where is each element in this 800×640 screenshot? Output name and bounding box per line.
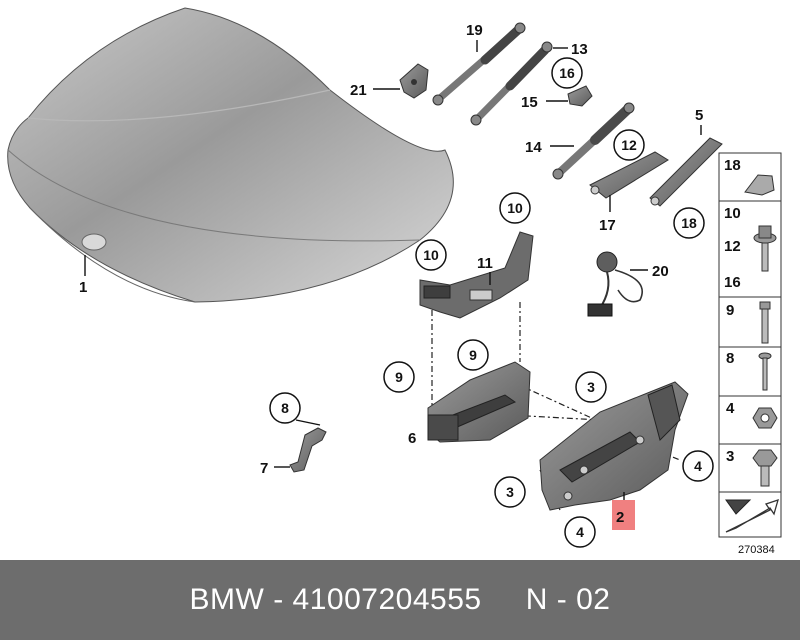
callout-10-left: 10 bbox=[423, 247, 439, 263]
callout-16: 16 bbox=[559, 65, 575, 81]
callout-5: 5 bbox=[695, 107, 703, 124]
callout-14: 14 bbox=[525, 139, 542, 156]
callout-21: 21 bbox=[350, 82, 367, 99]
highlight-marker bbox=[612, 500, 635, 530]
panel-label-4: 4 bbox=[726, 400, 735, 417]
callout-8-circle: 8 bbox=[281, 400, 289, 416]
diagram-number: 270384 bbox=[738, 544, 775, 556]
panel-label-16: 16 bbox=[724, 274, 741, 291]
hood-lock-part bbox=[539, 381, 689, 511]
release-lever-part bbox=[289, 427, 327, 473]
fastener-panel: 18 10 12 16 9 8 4 3 bbox=[718, 152, 782, 538]
panel-label-10: 10 bbox=[724, 205, 741, 222]
callout-4-right: 4 bbox=[694, 458, 702, 474]
callout-2: 2 bbox=[616, 509, 624, 526]
hood-part bbox=[7, 7, 454, 303]
callout-3-bottom: 3 bbox=[506, 484, 514, 500]
panel-label-8: 8 bbox=[726, 350, 734, 367]
callout-18: 18 bbox=[681, 215, 697, 231]
lock-housing-part bbox=[427, 361, 531, 443]
callout-20: 20 bbox=[652, 263, 669, 280]
hood-bracket-part bbox=[419, 231, 534, 319]
direction-arrow-icon bbox=[725, 498, 779, 533]
clip-nut-icon bbox=[744, 174, 775, 196]
footer-brand: BMW bbox=[189, 583, 265, 616]
callout-7: 7 bbox=[260, 460, 268, 477]
footer-gap bbox=[482, 583, 526, 617]
panel-label-18: 18 bbox=[724, 157, 741, 174]
rivet-icon bbox=[758, 352, 772, 391]
callout-13: 13 bbox=[571, 41, 588, 58]
hex-bolt-icon bbox=[752, 449, 778, 487]
callout-17: 17 bbox=[599, 217, 616, 234]
hex-nut-icon bbox=[752, 407, 778, 429]
gas-strut-part bbox=[432, 22, 553, 126]
long-bolt-icon bbox=[759, 301, 771, 344]
footer-bar: BMW - 41007204555 N - 02 bbox=[0, 560, 800, 640]
callout-9-right: 9 bbox=[469, 347, 477, 363]
callout-4-bottom: 4 bbox=[576, 524, 584, 540]
strut-part bbox=[552, 102, 635, 180]
callout-15: 15 bbox=[521, 94, 538, 111]
footer-variant: N - 02 bbox=[525, 583, 611, 616]
clip-part bbox=[567, 85, 593, 107]
parts-diagram: 1 19 13 21 16 15 14 12 bbox=[7, 7, 782, 556]
link-arm-part bbox=[589, 137, 723, 207]
panel-label-3: 3 bbox=[726, 448, 734, 465]
panel-label-9: 9 bbox=[726, 302, 734, 319]
callout-12: 12 bbox=[621, 137, 637, 153]
panel-label-12: 12 bbox=[724, 238, 741, 255]
callout-19: 19 bbox=[466, 22, 483, 39]
callout-1: 1 bbox=[79, 279, 87, 296]
callout-10-right: 10 bbox=[507, 200, 523, 216]
bracket-part bbox=[399, 63, 429, 99]
flange-bolt-icon bbox=[753, 225, 777, 272]
cable-part bbox=[587, 251, 643, 317]
callout-9-left: 9 bbox=[395, 369, 403, 385]
callout-3-top: 3 bbox=[587, 379, 595, 395]
callout-11: 11 bbox=[477, 255, 493, 272]
footer-separator: - bbox=[264, 583, 293, 616]
footer-part-number: 41007204555 bbox=[292, 583, 482, 616]
callout-6: 6 bbox=[408, 430, 416, 447]
